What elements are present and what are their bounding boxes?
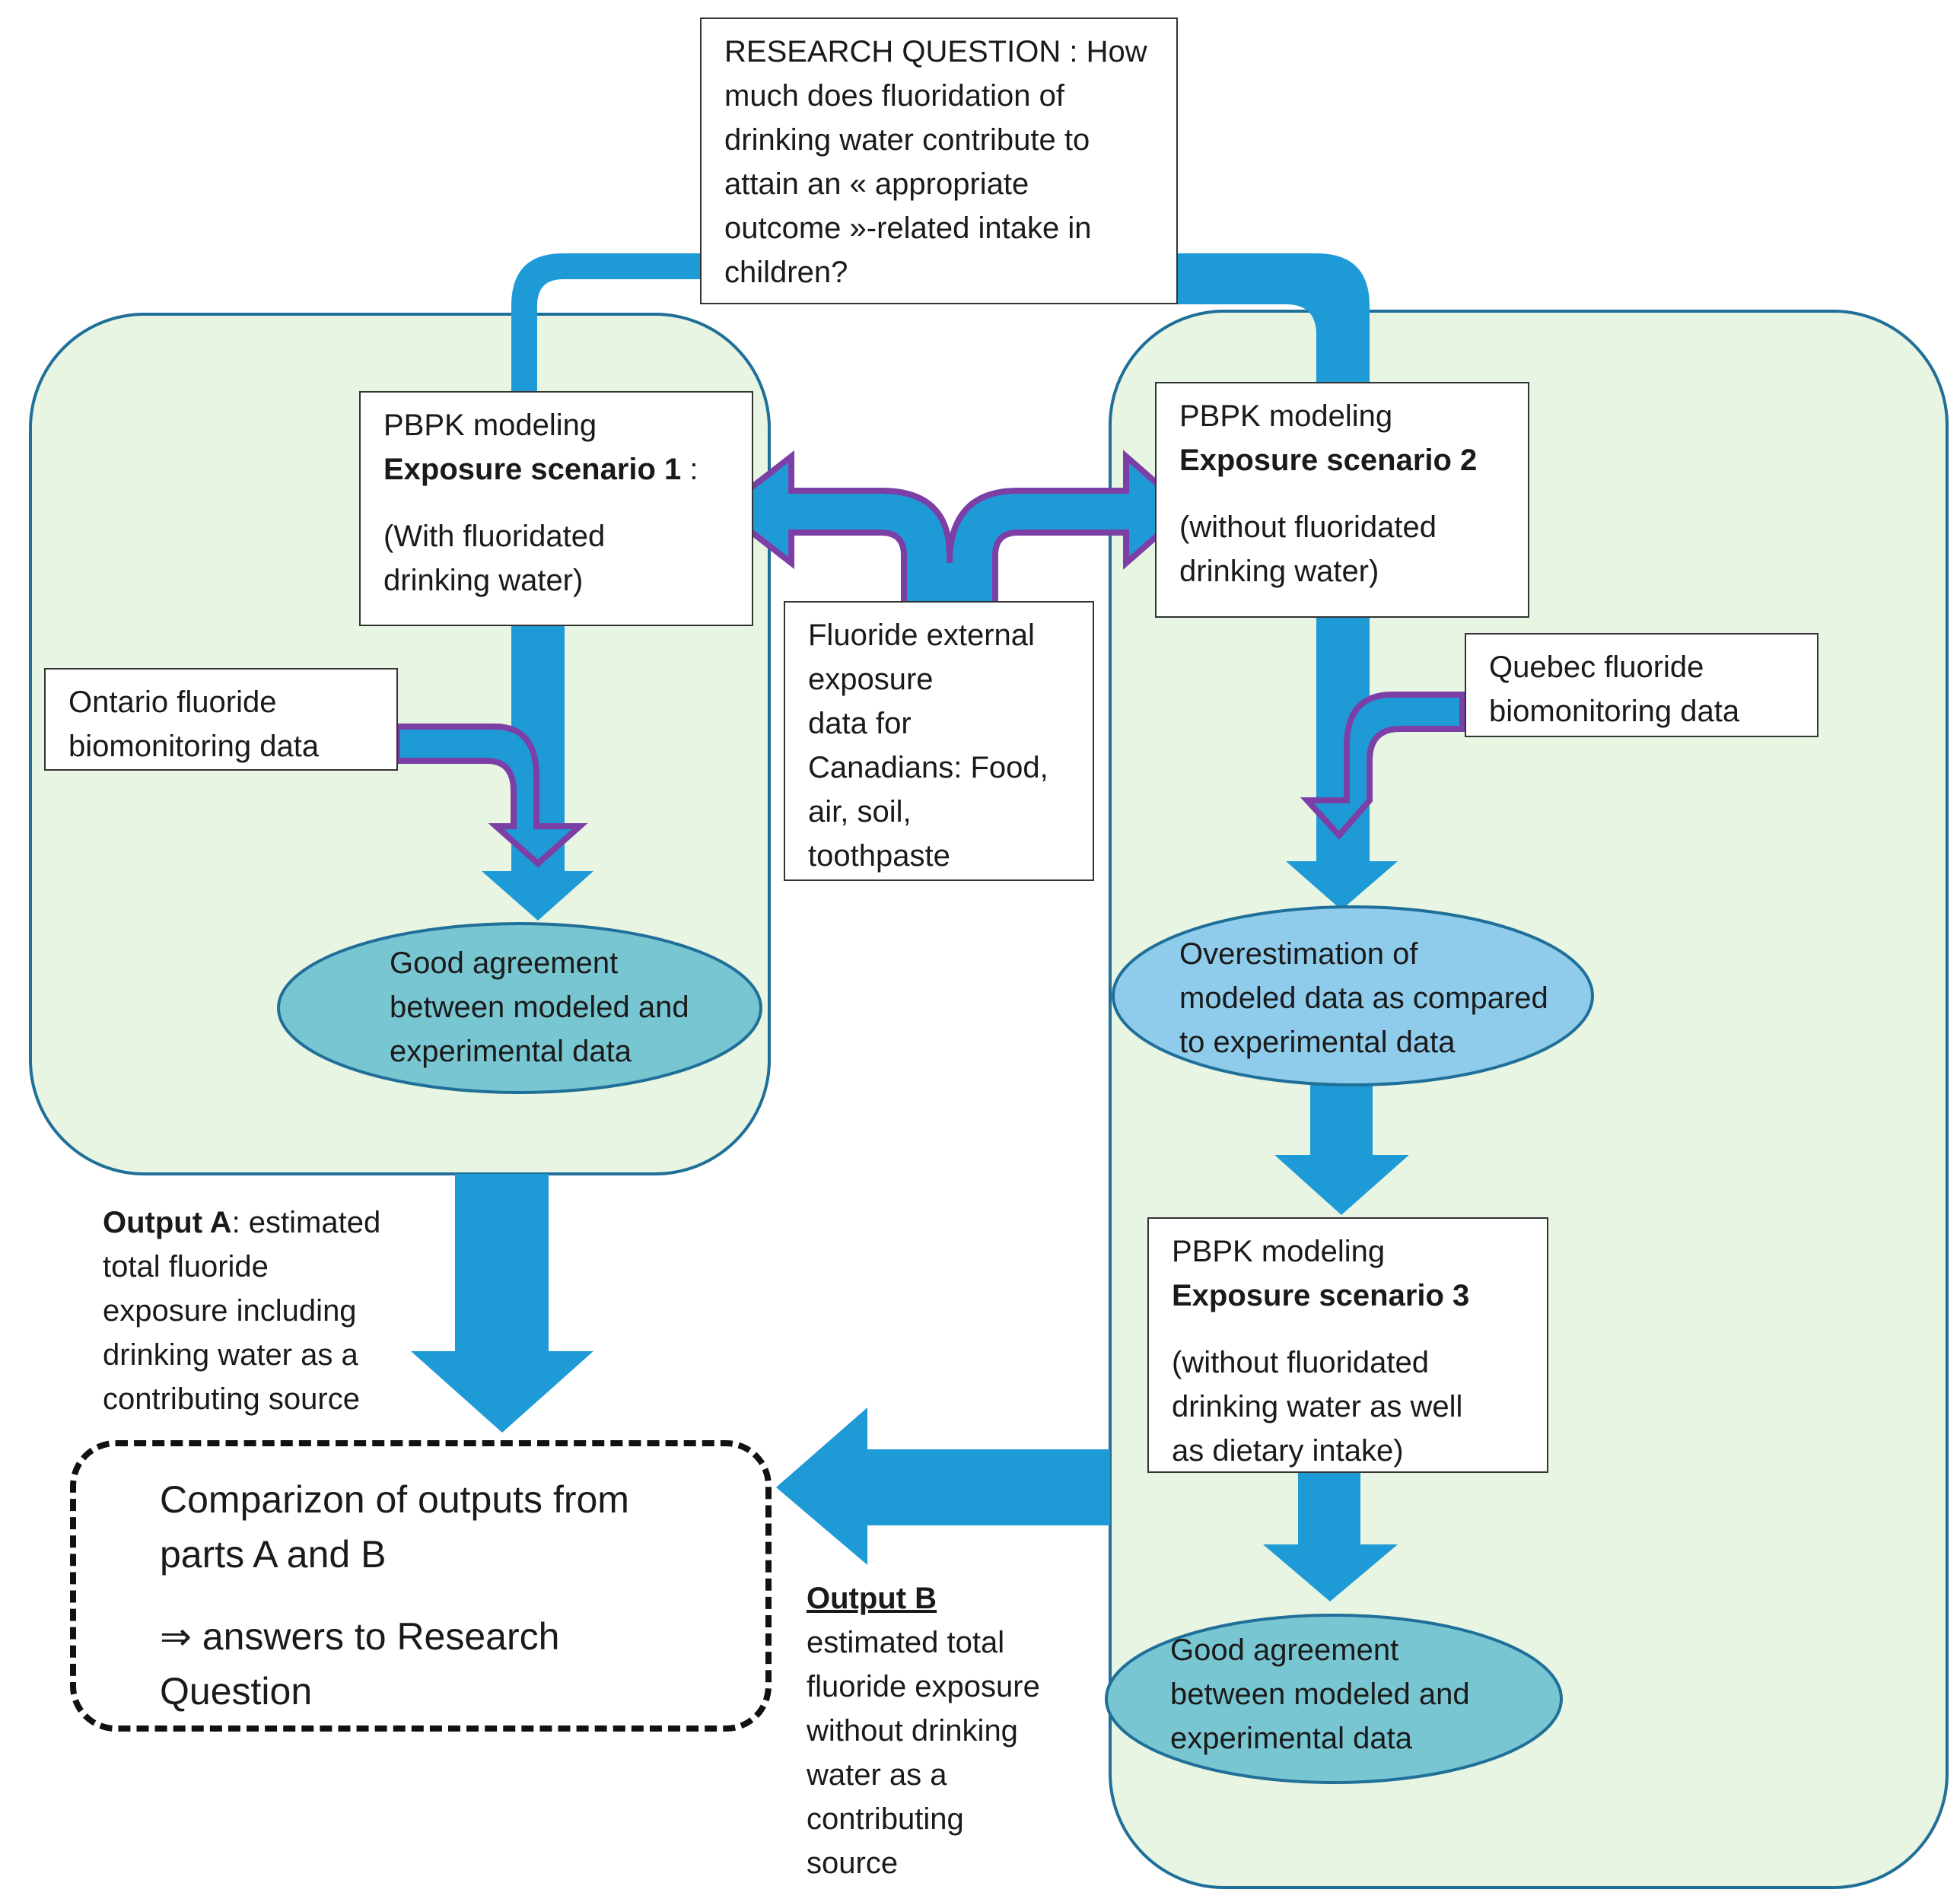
output-a-text: Output A: estimated total fluoride expos… [103, 1201, 380, 1421]
result2-down-shaft [1310, 1084, 1373, 1164]
comparison-line: Comparizon of outputs from [160, 1478, 629, 1521]
research-question-line: drinking water contribute to [724, 123, 1090, 157]
research-question-box: RESEARCH QUESTION : How much does fluori… [700, 17, 1178, 304]
output-a-first-text: : estimated [231, 1206, 381, 1239]
external-exposure-line: exposure [808, 663, 934, 696]
pipe-to-scenario2 [1178, 253, 1370, 384]
output-a-arrowhead [411, 1351, 593, 1433]
output-b-line: water as a [807, 1758, 947, 1792]
result3-line: between modeled and [1170, 1678, 1470, 1711]
result1-line: experimental data [390, 1035, 632, 1068]
result3-text: Good agreement between modeled and exper… [1170, 1628, 1470, 1760]
result3-ellipse [1105, 1614, 1563, 1784]
scenario3-desc: drinking water as well [1172, 1390, 1463, 1423]
ontario-box: Ontario fluoride biomonitoring data [44, 668, 398, 771]
output-b-label: Output B [807, 1582, 937, 1615]
result2-text: Overestimation of modeled data as compar… [1179, 932, 1548, 1064]
scenario3-desc: (without fluoridated [1172, 1346, 1429, 1379]
scenario1-box: PBPK modeling Exposure scenario 1 : (Wit… [359, 391, 753, 626]
output-a-label: Output A [103, 1206, 232, 1239]
scenario2-desc: (without fluoridated [1179, 510, 1437, 544]
quebec-line: biomonitoring data [1489, 695, 1740, 728]
scenario1-desc: drinking water) [383, 564, 584, 597]
comparison-line: parts A and B [160, 1533, 387, 1576]
scenario1-label: Exposure scenario 1 [383, 453, 682, 486]
research-question-line: children? [724, 256, 848, 289]
scenario2-title: PBPK modeling [1179, 399, 1393, 433]
output-b-arrowhead [776, 1407, 867, 1565]
output-b-line: estimated total [807, 1626, 1005, 1659]
result1-ellipse [277, 922, 762, 1094]
scenario3-title: PBPK modeling [1172, 1235, 1386, 1268]
quebec-curved-arrow [1300, 692, 1465, 841]
result2-ellipse [1112, 905, 1594, 1086]
result1-line: between modeled and [390, 991, 689, 1024]
output-a-line: contributing source [103, 1382, 360, 1416]
scenario3-down-shaft [1298, 1471, 1360, 1547]
scenario2-desc: drinking water) [1179, 555, 1379, 588]
scenario2-down-arrowhead [1286, 861, 1398, 910]
output-a-shaft [455, 1174, 549, 1351]
output-b-line: source [807, 1846, 899, 1880]
external-exposure-line: air, soil, [808, 795, 912, 829]
result2-line: modeled data as compared [1179, 981, 1548, 1015]
external-exposure-line: Canadians: Food, [808, 751, 1048, 784]
ontario-line: Ontario fluoride [68, 685, 277, 719]
scenario1-down-arrowhead [482, 871, 593, 921]
result3-line: experimental data [1170, 1722, 1412, 1755]
scenario1-label-line: Exposure scenario 1 : [383, 447, 729, 491]
scenario1-label-suffix: : [681, 453, 698, 486]
scenario3-down-arrowhead [1263, 1544, 1398, 1601]
scenario2-label: Exposure scenario 2 [1179, 444, 1478, 477]
comparison-conclusion-line: Question [160, 1670, 313, 1713]
research-question-line: RESEARCH QUESTION : How [724, 35, 1147, 68]
ontario-curved-arrow [394, 724, 588, 868]
external-exposure-line: Fluoride external [808, 619, 1035, 652]
output-b-text: Output B estimated total fluoride exposu… [807, 1576, 1040, 1885]
scenario1-title: PBPK modeling [383, 409, 597, 442]
pipe-to-scenario1 [511, 253, 700, 396]
scenario3-label: Exposure scenario 3 [1172, 1279, 1470, 1312]
quebec-box: Quebec fluoride biomonitoring data [1465, 633, 1818, 737]
output-a-first-line: Output A: estimated [103, 1201, 380, 1245]
output-a-line: exposure including [103, 1294, 357, 1328]
scenario2-box: PBPK modeling Exposure scenario 2 (witho… [1155, 382, 1529, 618]
scenario3-box: PBPK modeling Exposure scenario 3 (witho… [1147, 1217, 1548, 1473]
output-b-line: contributing [807, 1802, 964, 1836]
external-exposure-double-arrow [718, 450, 1192, 612]
scenario3-desc: as dietary intake) [1172, 1434, 1404, 1468]
external-exposure-box: Fluoride external exposure data for Cana… [784, 601, 1094, 881]
research-question-line: outcome »-related intake in [724, 212, 1092, 245]
result2-line: to experimental data [1179, 1026, 1456, 1059]
ontario-line: biomonitoring data [68, 730, 320, 763]
external-exposure-line: data for [808, 707, 912, 740]
comparison-box: Comparizon of outputs from parts A and B… [70, 1440, 772, 1732]
result2-down-arrowhead [1274, 1155, 1409, 1215]
research-question-line: attain an « appropriate [724, 167, 1029, 201]
quebec-line: Quebec fluoride [1489, 650, 1704, 684]
scenario1-desc: (With fluoridated [383, 520, 606, 553]
output-a-line: drinking water as a [103, 1338, 358, 1372]
result1-text: Good agreement between modeled and exper… [390, 941, 689, 1073]
research-question-line: much does fluoridation of [724, 79, 1064, 113]
output-b-line: fluoride exposure [807, 1670, 1040, 1703]
output-b-line: without drinking [807, 1714, 1018, 1748]
result2-line: Overestimation of [1179, 937, 1418, 971]
comparison-conclusion-line: ⇒ answers to Research [160, 1615, 560, 1658]
output-a-line: total fluoride [103, 1250, 269, 1283]
external-exposure-line: toothpaste [808, 839, 950, 873]
result3-line: Good agreement [1170, 1633, 1399, 1667]
output-b-shaft [864, 1449, 1110, 1525]
result1-line: Good agreement [390, 946, 619, 980]
